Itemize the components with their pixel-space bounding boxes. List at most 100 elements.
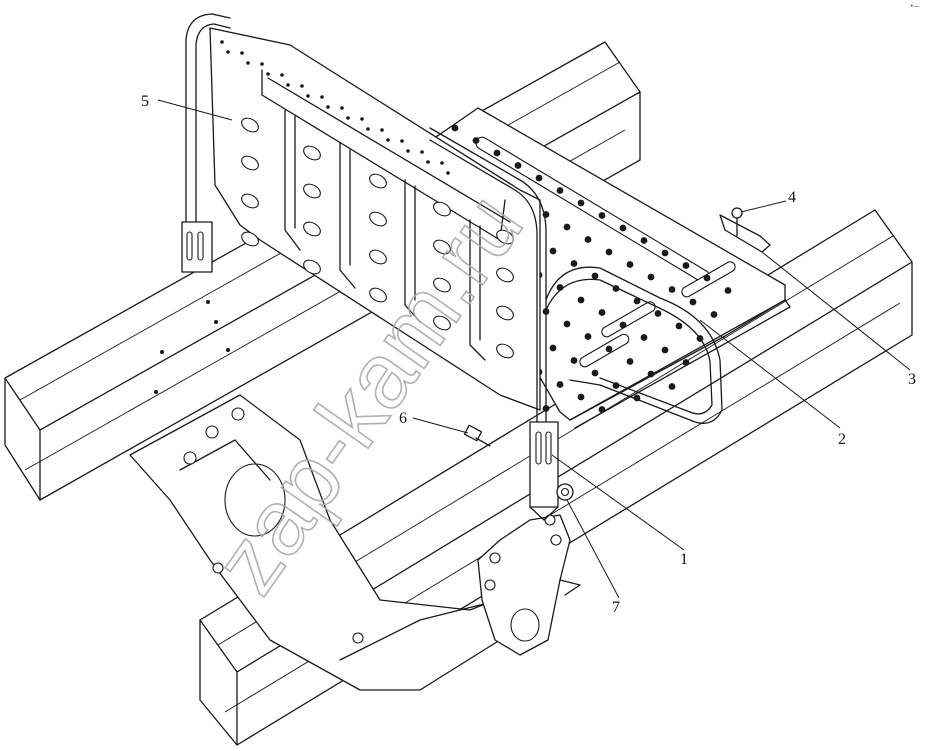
- back-panel-top-line: [267, 77, 511, 223]
- deck-perforation-hole: [563, 320, 571, 328]
- bracket-tab: [559, 579, 581, 596]
- panel-oval-cutout: [303, 259, 321, 275]
- deck-perforation-hole: [549, 247, 557, 255]
- panel-perforation-hole: [366, 127, 370, 131]
- deck-perforation-hole: [640, 334, 648, 341]
- bracket-hole: [550, 534, 562, 546]
- bolt-head-4: [731, 207, 743, 219]
- panel-oval-cutout: [241, 193, 259, 209]
- leader-5: [157, 99, 233, 121]
- panel-rib: [284, 109, 301, 251]
- clamp-slot: [535, 431, 542, 465]
- deck-perforation-hole: [724, 287, 732, 294]
- panel-perforation-hole: [380, 128, 384, 132]
- deck-slot: [601, 301, 656, 338]
- deck-perforation-hole: [633, 297, 641, 305]
- bracket-hole: [544, 514, 556, 526]
- panel-oval-cutout: [303, 145, 321, 161]
- panel-perforation-hole: [260, 62, 264, 66]
- panel-rib: [469, 219, 486, 361]
- bolt-head: [212, 562, 224, 574]
- bracket-hole: [484, 579, 496, 591]
- deck-perforation-hole: [647, 273, 655, 281]
- panel-oval-cutout: [241, 117, 259, 133]
- panel-perforation-hole: [446, 171, 450, 175]
- deck-perforation-hole: [570, 260, 578, 267]
- panel-oval-cutout: [496, 229, 514, 245]
- back-panel: [209, 27, 541, 411]
- deck-perforation-hole: [577, 296, 585, 304]
- deck-perforation-hole: [654, 310, 662, 317]
- deck-perforation-hole: [584, 333, 592, 340]
- callout-1: 1: [680, 551, 688, 568]
- rail-hole: [154, 390, 158, 394]
- deck-perforation-hole: [689, 298, 697, 306]
- panel-perforation-hole: [340, 106, 344, 110]
- deck-perforation-hole: [584, 236, 592, 243]
- panel-perforation-hole: [400, 139, 404, 143]
- panel-oval-cutouts: [241, 117, 514, 359]
- right-rail-web: [236, 261, 913, 746]
- panel-perforation-hole: [286, 83, 290, 87]
- deck-perforation-hole: [619, 224, 627, 232]
- panel-perforation-hole: [300, 84, 304, 88]
- deck-perforation-hole: [577, 393, 585, 401]
- deck-perforation-hole: [598, 212, 606, 219]
- panel-perforation-hole: [420, 150, 424, 154]
- panel-oval-cutout: [369, 211, 387, 227]
- panel-oval-cutout: [433, 277, 451, 293]
- leader-lines: [157, 99, 911, 599]
- bolt-shank-6: [475, 437, 491, 447]
- deck-perforation-hole: [682, 262, 690, 269]
- clamp-item-3-4: [719, 207, 771, 253]
- callout-numbers: 5 6 4 3 2 1 7: [141, 93, 916, 616]
- deck-perforation-hole: [472, 137, 480, 144]
- deck-perforation-hole: [451, 124, 459, 132]
- handrail-loop-outer: [545, 266, 723, 424]
- corner-mark: •—: [910, 3, 920, 10]
- deck-perforation-hole: [605, 345, 613, 353]
- panel-oval-cutout: [241, 231, 259, 247]
- deck-perforation-hole: [619, 321, 627, 329]
- deck-perforation-hole: [535, 174, 543, 182]
- deck-perforation-hole: [598, 406, 606, 413]
- panel-rib: [339, 142, 356, 289]
- panel-perforation-hole: [246, 61, 250, 65]
- lower-bracket: [477, 514, 581, 656]
- panel-perforation-hole: [406, 149, 410, 153]
- panel-perforation-hole: [320, 95, 324, 99]
- handrail-right-inner: [429, 139, 538, 431]
- callout-5: 5: [141, 93, 149, 110]
- cross-member-rib: [179, 439, 271, 481]
- right-rail-end: [199, 619, 238, 746]
- panel-perforation-hole: [386, 138, 390, 142]
- panel-oval-cutout: [369, 249, 387, 265]
- panel-oval-cutout: [496, 267, 514, 283]
- panel-oval-cutout: [303, 221, 321, 237]
- deck-perforation-hole: [661, 249, 669, 257]
- deck-perforation-hole: [647, 370, 655, 378]
- panel-perforation-hole: [360, 117, 364, 121]
- bolt-head: [231, 407, 245, 421]
- deck-perforation-hole: [703, 274, 711, 282]
- leader-1: [551, 454, 685, 551]
- callout-6: 6: [399, 410, 407, 427]
- handrail-left-inner: [195, 23, 231, 251]
- callout-7: 7: [612, 599, 620, 616]
- bolt-head: [205, 425, 219, 439]
- deck-perforation-hole: [668, 286, 676, 293]
- deck-plate-lip: [574, 299, 791, 429]
- deck-perforation-hole: [591, 272, 599, 280]
- leader-4: [740, 200, 787, 213]
- panel-perforation-hole: [346, 116, 350, 120]
- panel-perforation-hole: [280, 73, 284, 77]
- panel-oval-cutout: [241, 155, 259, 171]
- rail-hole: [160, 350, 164, 354]
- panel-perforation-hole: [326, 105, 330, 109]
- deck-perforation-hole: [493, 149, 501, 157]
- deck-perforation-hole: [668, 383, 676, 390]
- bolt-item-6: [463, 424, 491, 447]
- deck-perforation-hole: [626, 358, 634, 365]
